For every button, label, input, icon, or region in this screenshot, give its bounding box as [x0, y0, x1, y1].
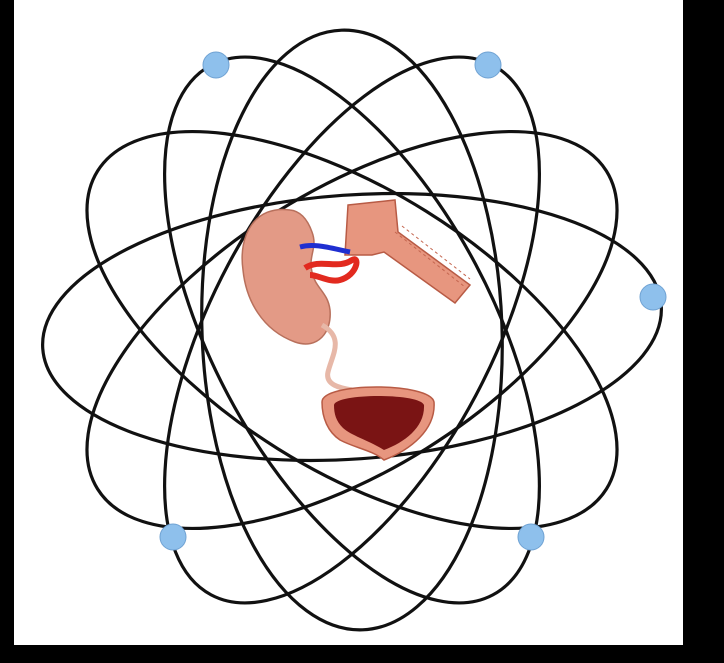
orbit-diagonal-150	[23, 52, 680, 607]
orbit-diagonal-30	[23, 52, 680, 607]
electron-right	[640, 284, 666, 310]
electron-bottom-right	[518, 524, 544, 550]
ureter-icon	[322, 325, 352, 390]
electron-top-right	[475, 52, 501, 78]
electron-bottom-left	[160, 524, 186, 550]
electron-top-left	[203, 52, 229, 78]
aorta-icon	[345, 200, 470, 303]
kidney-ureter-bladder-icon	[242, 200, 470, 460]
orbit-diagonal-120	[88, 0, 617, 661]
orbit-vertical	[192, 25, 513, 635]
renal-artery-icon	[305, 259, 356, 280]
orbits-group	[23, 0, 680, 661]
orbit-diagonal-60	[88, 0, 617, 661]
